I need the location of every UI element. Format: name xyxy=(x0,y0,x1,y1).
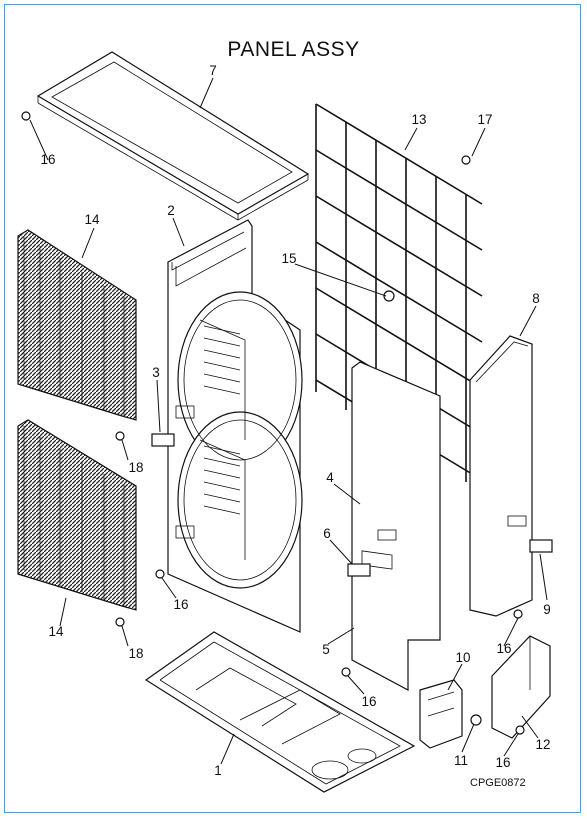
rear-cover-part xyxy=(491,635,551,739)
callout-16-front: 16 xyxy=(173,597,188,612)
top-panel-part xyxy=(36,51,310,221)
front-panel-part xyxy=(167,219,303,633)
screw-marks xyxy=(21,111,525,735)
callout-9: 9 xyxy=(543,602,551,617)
callout-16-top: 16 xyxy=(40,152,55,167)
callout-1: 1 xyxy=(214,763,222,778)
bracket-6 xyxy=(347,563,371,577)
side-grille-upper-part xyxy=(17,229,137,421)
side-grille-lower-part xyxy=(17,419,137,611)
callout-12: 12 xyxy=(535,737,550,752)
callout-18-lower: 18 xyxy=(128,646,143,661)
corner-cover-part xyxy=(419,679,482,749)
callout-10: 10 xyxy=(455,650,470,665)
service-panel-part xyxy=(351,361,441,692)
callout-11: 11 xyxy=(454,753,468,768)
callout-15: 15 xyxy=(281,251,296,266)
diagram-frame xyxy=(4,4,581,813)
diagram-title: PANEL ASSY xyxy=(227,38,360,61)
leader-lines xyxy=(29,77,548,765)
callout-7: 7 xyxy=(209,63,217,78)
wire-guard-part xyxy=(315,103,483,482)
callout-2: 2 xyxy=(167,203,175,218)
callout-8: 8 xyxy=(532,291,540,306)
callout-6: 6 xyxy=(323,526,331,541)
base-pan-part xyxy=(144,631,416,793)
right-side-panel-part xyxy=(469,335,533,617)
callout-16-rear: 16 xyxy=(495,755,510,770)
callout-17: 17 xyxy=(477,112,492,127)
bracket-3 xyxy=(151,433,175,447)
callout-13: 13 xyxy=(411,112,426,127)
callout-3: 3 xyxy=(152,365,160,380)
bracket-9 xyxy=(529,539,553,553)
callout-5: 5 xyxy=(322,642,330,657)
callout-14-upper: 14 xyxy=(84,212,100,227)
callout-16-service: 16 xyxy=(361,694,376,709)
callout-16-side: 16 xyxy=(496,641,511,656)
drawing-code: CPGE0872 xyxy=(470,777,526,789)
callout-18-upper: 18 xyxy=(128,460,143,475)
callout-4: 4 xyxy=(326,470,334,485)
callout-14-lower: 14 xyxy=(48,624,64,639)
